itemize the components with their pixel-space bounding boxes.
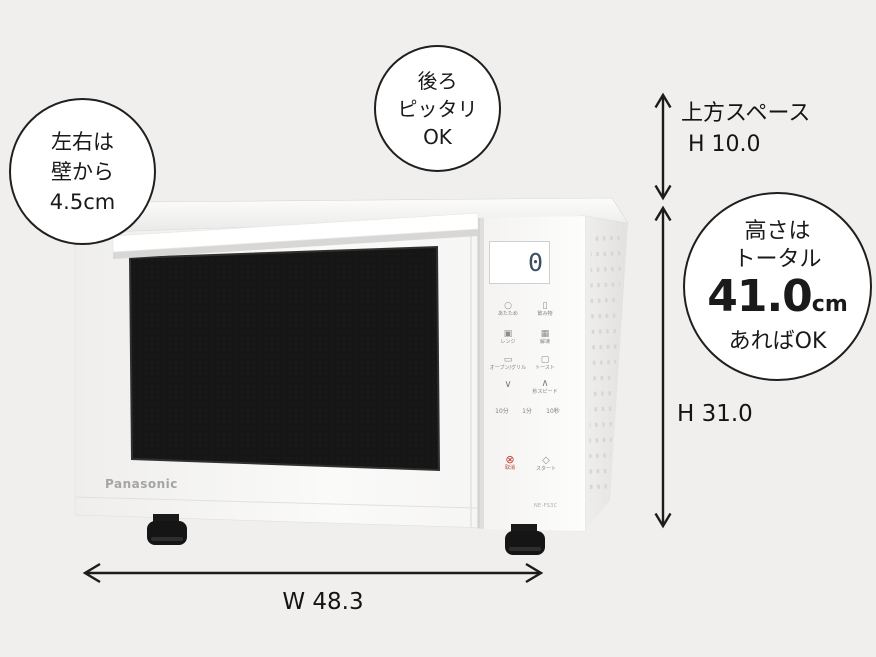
callout-line: 4.5cm — [49, 189, 116, 214]
cancel-button: ⊗ 取消 — [482, 454, 538, 472]
display-digit: 0 — [527, 248, 543, 277]
speed-label: 秒スピード — [532, 389, 558, 395]
height-arrow — [654, 205, 672, 529]
upper-space-dimension: 上方スペース H 10.0 — [681, 98, 810, 160]
oven-grill-button: ▭ オーブン/グリル — [480, 355, 536, 372]
callout-side-clearance: 左右は 壁から 4.5cm — [9, 98, 156, 245]
microwave-body — [74, 197, 629, 555]
drink-icon: ▯ — [542, 301, 548, 311]
defrost-icon: ▦ — [540, 329, 550, 339]
range-button: ▣ レンジ — [480, 329, 536, 346]
callout-line: あればOK — [728, 328, 827, 354]
oven-grill-icon: ▭ — [503, 355, 513, 365]
callout-line: トータル — [733, 246, 822, 272]
upper-space-value: H 10.0 — [688, 132, 761, 157]
ten-min-button: 10分 — [495, 408, 509, 415]
start-icon: ◇ — [542, 455, 550, 466]
warm-label: あたため — [497, 311, 518, 317]
left-foot — [147, 514, 187, 545]
callout-line: 高さは — [744, 218, 811, 244]
model-number: NE-FS3C — [534, 503, 558, 509]
callout-value-row: 41.0 cm — [707, 270, 848, 328]
lcd-display: 0 — [489, 241, 550, 284]
range-icon: ▣ — [503, 329, 513, 339]
control-panel-face — [484, 216, 585, 531]
range-label: レンジ — [500, 339, 516, 345]
drink-button: ▯ 飲み物 — [517, 301, 573, 318]
start-label: スタート — [535, 466, 556, 472]
toast-label: トースト — [535, 365, 555, 371]
oven-grill-label: オーブン/グリル — [489, 365, 527, 371]
brand-logo: Panasonic — [105, 477, 178, 491]
drink-label: 飲み物 — [537, 311, 553, 317]
warm-icon: ○ — [504, 301, 512, 311]
warm-button: ○ あたため — [480, 301, 536, 318]
toast-icon: ▢ — [540, 355, 550, 365]
callout-line: 壁から — [51, 159, 114, 184]
chevron-up-icon: ∧ — [541, 378, 549, 389]
upper-space-label: 上方スペース — [681, 101, 811, 126]
right-foot — [505, 524, 545, 555]
total-height-value: 41.0 — [707, 270, 813, 322]
toast-button: ▢ トースト — [517, 355, 573, 372]
panel-divider — [477, 217, 484, 529]
ten-sec-button: 10秒 — [546, 408, 560, 415]
cancel-icon: ⊗ — [505, 453, 515, 466]
callout-line: 後ろ — [417, 68, 458, 93]
door-window-texture — [130, 247, 439, 470]
door-handle — [112, 212, 479, 253]
side-vent-holes — [589, 231, 623, 502]
start-button: ◇ スタート — [518, 455, 574, 473]
callout-total-height: 高さは トータル 41.0 cm あればOK — [683, 192, 872, 381]
callout-line: OK — [423, 124, 452, 149]
chevron-down-icon: ∨ — [504, 379, 512, 390]
body-width-dimension: W 48.3 — [282, 589, 364, 615]
one-min-button: 1分 — [522, 408, 532, 415]
total-height-unit: cm — [811, 291, 848, 317]
body-height-dimension: H 31.0 — [677, 401, 753, 427]
defrost-button: ▦ 解凍 — [517, 329, 573, 346]
down-button: ∨ — [480, 380, 536, 390]
width-arrow — [82, 562, 544, 584]
callout-back-clearance: 後ろ ピッタリ OK — [374, 45, 501, 172]
defrost-label: 解凍 — [539, 339, 550, 345]
callout-line: 左右は — [51, 129, 114, 154]
up-button: ∧ 秒スピード — [517, 379, 573, 396]
cancel-label: 取消 — [504, 465, 515, 471]
callout-line: ピッタリ — [397, 96, 478, 121]
dimension-arrows — [82, 92, 672, 584]
upper-space-arrow — [654, 92, 672, 201]
